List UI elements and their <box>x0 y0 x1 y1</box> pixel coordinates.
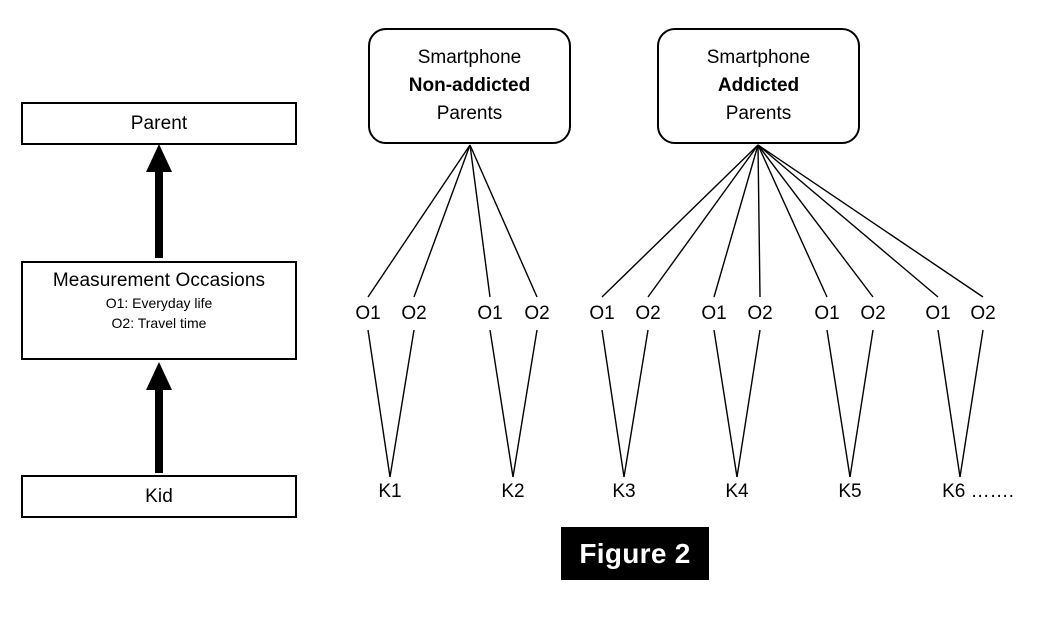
np-title-line-3: Parents <box>436 103 503 124</box>
measurement-box-title: Measurement Occasions <box>52 270 266 291</box>
measurement-box-line-2: O2: Travel time <box>111 315 207 331</box>
occasion-label: O1 <box>925 303 951 324</box>
arrow-up-icon-kid-to-measurement <box>146 362 172 473</box>
parent-box: Parent <box>21 102 297 145</box>
np-title-line-2: Non-addicted <box>408 75 531 96</box>
group-box-non-addicted: Smartphone Non-addicted Parents <box>368 28 571 144</box>
occasion-label: O2 <box>860 303 886 324</box>
occasion-label: O2 <box>635 303 661 324</box>
parent-box-label: Parent <box>130 112 188 134</box>
occasion-label: O2 <box>524 303 550 324</box>
kid-label: K1 <box>378 481 402 502</box>
kid-label: K4 <box>725 481 749 502</box>
ap-title-line-1: Smartphone <box>706 47 811 68</box>
group-box-addicted: Smartphone Addicted Parents <box>657 28 860 144</box>
occasion-label: O2 <box>970 303 996 324</box>
measurement-box-line-1: O1: Everyday life <box>105 295 213 311</box>
occasion-label: O2 <box>747 303 773 324</box>
occasion-label: O2 <box>401 303 427 324</box>
measurement-occasions-box: Measurement Occasions O1: Everyday life … <box>21 261 297 360</box>
kid-label: K5 <box>838 481 862 502</box>
kid-box-label: Kid <box>145 485 173 507</box>
ap-title-line-2: Addicted <box>717 75 800 96</box>
ap-title-line-3: Parents <box>725 103 792 124</box>
occasion-label: O1 <box>701 303 727 324</box>
fan-lines-addicted <box>601 144 984 298</box>
kid-label: K3 <box>612 481 636 502</box>
occasion-label: O1 <box>355 303 381 324</box>
v-lines-occasions-to-kids <box>367 329 984 478</box>
figure-caption: Figure 2 <box>561 527 709 580</box>
kid-label: K6 ……. <box>942 481 1014 502</box>
kid-box: Kid <box>21 475 297 518</box>
occasion-label: O1 <box>477 303 503 324</box>
np-title-line-1: Smartphone <box>417 47 522 68</box>
fan-lines-non-addicted <box>367 144 538 298</box>
kid-label: K2 <box>501 481 525 502</box>
occasion-label: O1 <box>814 303 840 324</box>
occasion-label: O1 <box>589 303 615 324</box>
arrow-up-icon-measurement-to-parent <box>146 144 172 258</box>
